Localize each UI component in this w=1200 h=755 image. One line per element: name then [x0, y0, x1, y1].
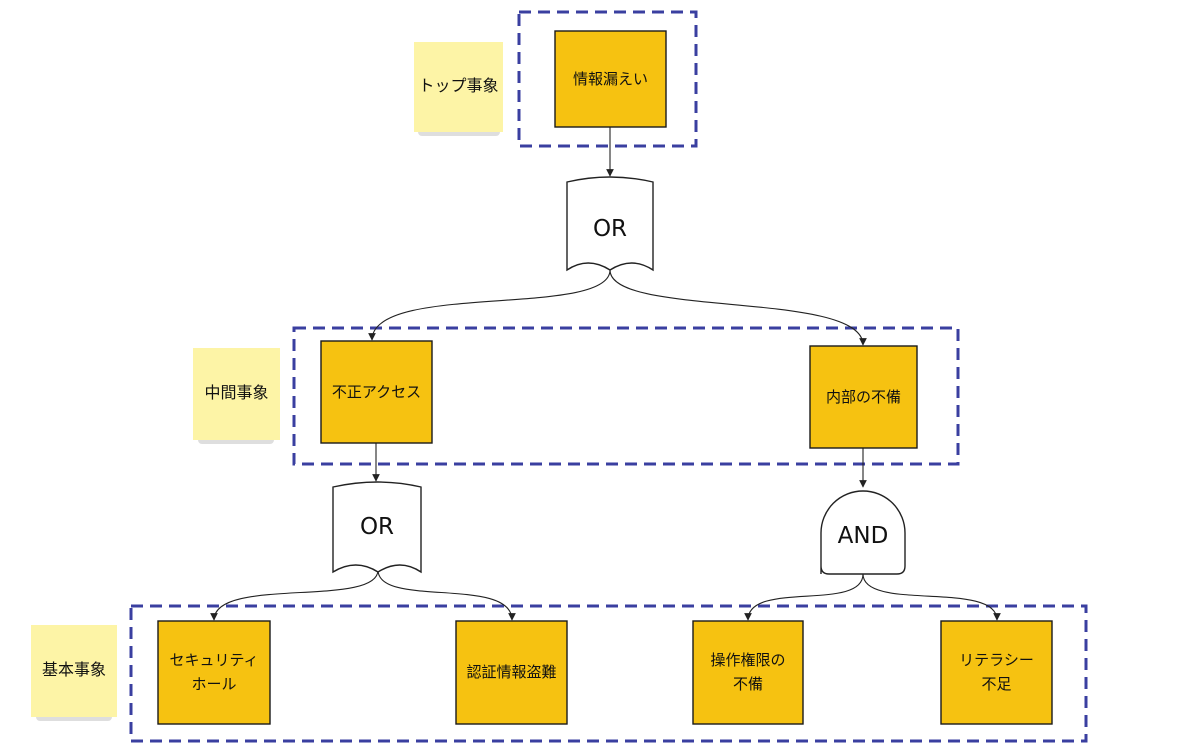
event-security-hole: セキュリティ ホール [157, 620, 271, 725]
svg-text:情報漏えい: 情報漏えい [573, 70, 648, 88]
svg-text:AND: AND [838, 523, 889, 549]
note-top-event: トップ事象 [414, 42, 503, 136]
event-literacy-shortage: リテラシー 不足 [940, 620, 1053, 725]
svg-text:不足: 不足 [981, 675, 1011, 693]
svg-text:不正アクセス: 不正アクセス [332, 383, 421, 401]
right-and-gate: AND [820, 490, 906, 575]
event-unauthorized-access: 不正アクセス [320, 340, 433, 444]
basic-event-group [129, 604, 1088, 743]
svg-text:中間事象: 中間事象 [204, 383, 268, 402]
svg-text:リテラシー: リテラシー [959, 651, 1034, 669]
svg-text:不備: 不備 [733, 675, 763, 693]
connector-or-to-security-hole [210, 569, 379, 621]
connector-and-to-permission-deficiency [744, 573, 864, 621]
connector-or-to-internal-deficiency [609, 269, 867, 346]
svg-text:セキュリティ: セキュリティ [169, 651, 258, 669]
top-event-information-leak: 情報漏えい [554, 30, 667, 128]
top-or-gate: OR [566, 176, 654, 272]
svg-text:ホール: ホール [191, 675, 236, 693]
note-intermediate-event: 中間事象 [193, 348, 280, 444]
svg-text:操作権限の: 操作権限の [710, 651, 785, 669]
event-permission-deficiency: 操作権限の 不備 [692, 620, 804, 725]
svg-text:認証情報盗難: 認証情報盗難 [466, 663, 556, 681]
connector-or-to-credential-theft [377, 569, 516, 621]
svg-text:内部の不備: 内部の不備 [826, 388, 901, 406]
connector-and-to-literacy-shortage [862, 573, 1001, 621]
event-internal-deficiency: 内部の不備 [809, 345, 918, 449]
connector-or-to-unauthorized-access [368, 269, 611, 341]
left-or-gate: OR [332, 481, 422, 574]
event-credential-theft: 認証情報盗難 [455, 620, 568, 725]
svg-text:OR: OR [360, 514, 394, 540]
svg-text:基本事象: 基本事象 [42, 660, 106, 679]
top-event-group [517, 10, 698, 148]
intermediate-event-group [292, 326, 960, 466]
svg-text:OR: OR [593, 216, 627, 242]
svg-text:トップ事象: トップ事象 [418, 76, 498, 95]
note-basic-event: 基本事象 [31, 625, 117, 721]
